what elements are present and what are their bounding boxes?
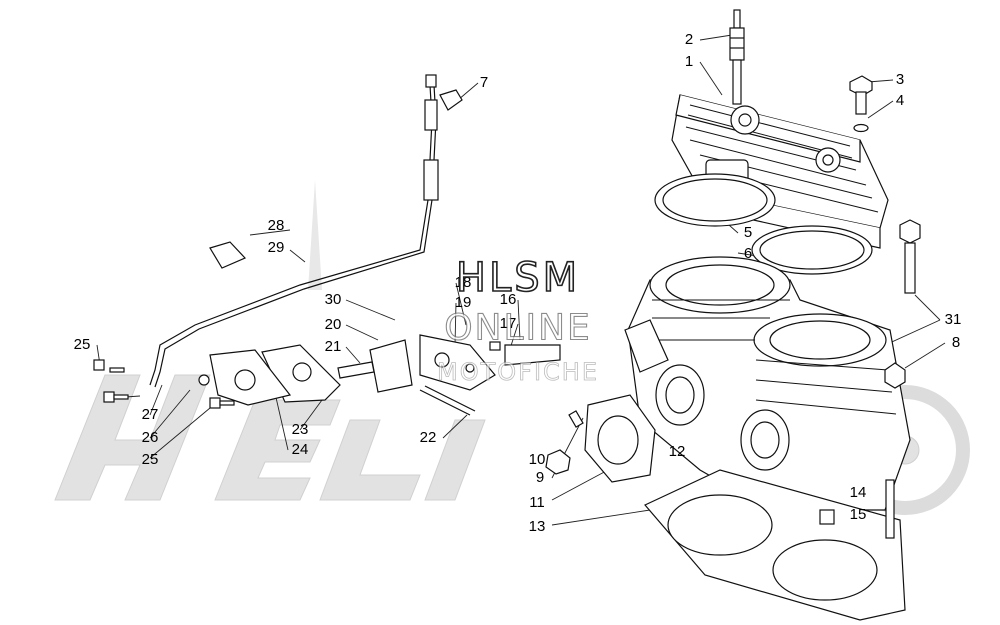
callout-7: 7: [480, 74, 488, 91]
callout-29: 29: [268, 239, 285, 256]
callout-1: 1: [685, 53, 693, 70]
callout-24: 24: [292, 441, 309, 458]
callout-16: 16: [500, 291, 517, 308]
callout-19: 19: [455, 294, 472, 311]
callout-22: 22: [420, 429, 437, 446]
callout-14: 14: [850, 484, 867, 501]
watermark-sub: MOTOFICHE: [437, 358, 599, 387]
callout-27: 27: [142, 406, 159, 423]
callout-9: 9: [536, 469, 544, 486]
callout-31: 31: [945, 311, 962, 328]
callout-17: 17: [500, 315, 517, 332]
flange-bolts: [93, 359, 235, 409]
callout-21: 21: [325, 338, 342, 355]
watermark-online: ONLINE: [444, 307, 592, 349]
nut: [884, 362, 906, 389]
callout-12: 12: [669, 443, 686, 460]
callout-2: 2: [685, 31, 693, 48]
power-valve-assembly: [337, 334, 561, 416]
cylinder-block: [624, 256, 911, 511]
exhaust-flanges: [209, 344, 341, 406]
base-gasket: [644, 469, 906, 621]
callout-8: 8: [952, 334, 960, 351]
callout-20: 20: [325, 316, 342, 333]
callout-18: 18: [455, 274, 472, 291]
callout-3: 3: [896, 71, 904, 88]
callout-23: 23: [292, 421, 309, 438]
control-cable: [149, 74, 463, 388]
head-bolt: [849, 75, 873, 133]
callout-28: 28: [268, 217, 285, 234]
callout-4: 4: [896, 92, 904, 109]
callout-26: 26: [142, 429, 159, 446]
callout-5: 5: [744, 224, 752, 241]
dowel-and-stud: [819, 479, 895, 539]
callout-13: 13: [529, 518, 546, 535]
exhaust-gasket: [545, 394, 656, 483]
callout-30: 30: [325, 291, 342, 308]
callout-numbers: 1234567891011121314151617181920212223242…: [74, 31, 962, 535]
through-bolt: [899, 219, 921, 294]
callout-10: 10: [529, 451, 546, 468]
spark-plug: [729, 9, 745, 105]
callout-11: 11: [529, 494, 545, 511]
cylinder-head: [671, 94, 889, 249]
callout-25: 25: [74, 336, 91, 353]
head-gaskets: [654, 173, 873, 275]
watermark-title: HLSM: [455, 254, 581, 302]
callout-25: 25: [142, 451, 159, 468]
callout-6: 6: [744, 245, 752, 262]
callout-15: 15: [850, 506, 867, 523]
